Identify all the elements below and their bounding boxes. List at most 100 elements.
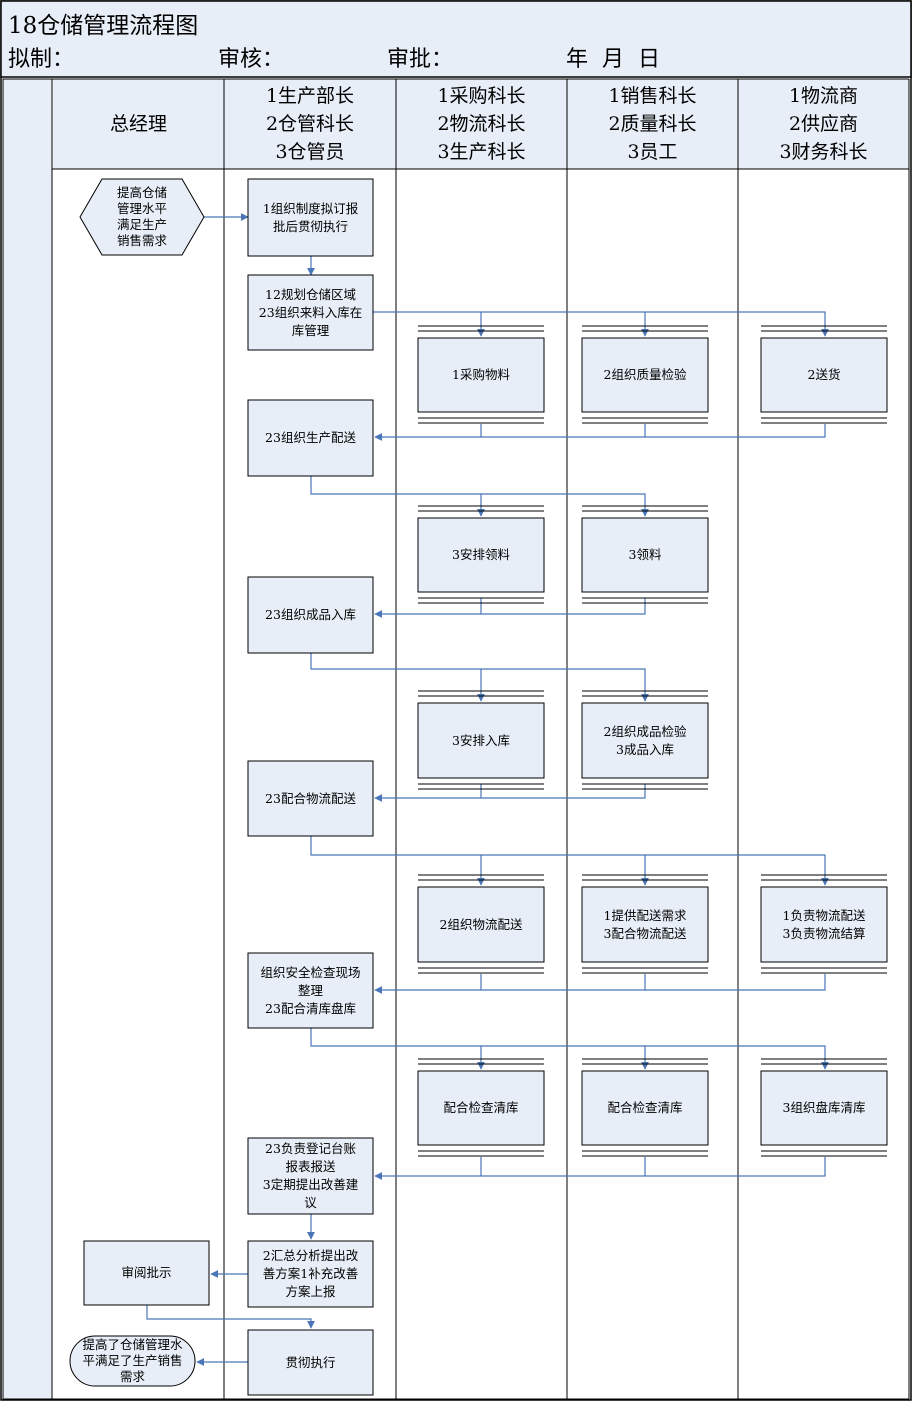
node-text-line: 2组织质量检验	[603, 367, 687, 382]
node-shape-p4	[417, 886, 545, 963]
node-shape-n4	[247, 576, 374, 654]
node-text-line: 配合检查清库	[443, 1100, 519, 1115]
node-text-line: 3安排入库	[452, 732, 510, 748]
node-text-line: 3负责物流结算	[782, 925, 866, 941]
node-shape-end	[69, 1335, 196, 1387]
connector-arrow	[374, 424, 826, 441]
node-n8: 2汇总分析提出改善方案1补充改善方案上报	[250, 1241, 371, 1307]
lane-header-line: 3生产科长	[437, 141, 526, 163]
node-shape-l5	[760, 1070, 888, 1146]
node-text-line: 12规划仓储区域	[265, 286, 356, 302]
node-text-line: 提高仓储	[116, 185, 167, 200]
node-q2: 3领料	[584, 518, 706, 592]
lane-header-line: 2供应商	[788, 113, 859, 135]
node-p1: 1采购物料	[420, 338, 542, 412]
node-text-line: 1采购物料	[452, 367, 510, 382]
node-shape-q1	[581, 337, 709, 413]
node-p4: 2组织物流配送	[420, 887, 542, 962]
approved-by-label: 审批：	[387, 47, 454, 72]
node-start: 提高仓储管理水平满足生产销售需求	[102, 179, 182, 255]
lane-header-line: 1物流商	[788, 85, 859, 107]
node-shape-n6	[247, 952, 374, 1029]
lane-header-line: 3财务科长	[779, 141, 868, 163]
lane-header-gm: 总经理	[53, 80, 224, 168]
node-text-line: 3安排领料	[452, 547, 510, 562]
node-text-line: 1组织制度拟订报	[262, 200, 359, 216]
node-text-line: 2组织物流配送	[439, 916, 523, 932]
lane-header-line: 2仓管科长	[265, 113, 355, 135]
node-text-line: 2汇总分析提出改	[262, 1248, 359, 1263]
reviewed-by-label: 审核：	[218, 47, 285, 72]
node-n1: 1组织制度拟订报批后贯彻执行	[250, 179, 371, 256]
lane-header-line: 总经理	[109, 113, 167, 135]
lane-header-band	[53, 79, 909, 169]
node-text-line: 3领料	[628, 547, 662, 562]
node-text-line: 1负责物流配送	[782, 907, 866, 923]
connector-arrow	[374, 1157, 826, 1180]
node-l1: 2送货	[763, 338, 885, 412]
node-n5: 23配合物流配送	[250, 761, 371, 836]
node-text-line: 23配合物流配送	[265, 790, 356, 806]
node-text-line: 报表报送	[285, 1159, 336, 1174]
node-shape-q2	[581, 517, 709, 593]
node-n4: 23组织成品入库	[250, 577, 371, 653]
page-title: 18仓储管理流程图	[8, 13, 199, 39]
node-text-line: 满足生产	[116, 217, 167, 232]
node-shape-n9	[247, 1329, 374, 1396]
lane-header-line: 1生产部长	[265, 85, 355, 107]
node-text-line: 批后贯彻执行	[272, 218, 348, 234]
node-l5: 3组织盘库清库	[763, 1071, 885, 1145]
node-text-line: 配合检查清库	[607, 1100, 683, 1115]
node-shape-q4	[581, 886, 709, 963]
connector-arrow	[310, 476, 649, 517]
node-text-line: 2送货	[807, 367, 841, 382]
lane-header-line: 3员工	[627, 141, 678, 163]
node-shape-n2	[247, 274, 374, 351]
node-text-line: 管理水平	[116, 201, 167, 216]
lane-header-line: 2物流科长	[437, 113, 526, 135]
node-text-line: 3定期提出改善建	[262, 1177, 359, 1192]
connector-arrow	[310, 653, 649, 702]
node-text-line: 销售需求	[116, 233, 167, 248]
connector-arrow	[146, 1305, 315, 1329]
node-shape-n8	[247, 1240, 374, 1308]
node-q5: 配合检查清库	[584, 1071, 706, 1145]
node-shape-p5	[417, 1070, 545, 1146]
node-end: 提高了仓储管理水平满足了生产销售需求	[72, 1336, 193, 1386]
header-band	[0, 0, 912, 78]
prepared-by-label: 拟制：	[8, 47, 75, 72]
node-text-line: 贯彻执行	[285, 1354, 336, 1370]
lane-header-line: 1采购科长	[437, 85, 526, 107]
node-text-line: 23组织来料入库在	[258, 304, 363, 320]
node-p5: 配合检查清库	[420, 1071, 542, 1145]
connector-arrow	[373, 311, 829, 337]
date-label: 年 月 日	[566, 47, 660, 72]
node-shape-start	[79, 178, 205, 256]
lane-header-logistics: 1物流商 2供应商 3财务科长	[738, 80, 909, 168]
lane-header-line: 1销售科长	[608, 85, 697, 107]
node-text-line: 23配合清库盘库	[265, 1000, 356, 1016]
connector-arrow	[374, 974, 826, 994]
node-text-line: 3成品入库	[616, 741, 674, 757]
lane-header-line: 2质量科长	[608, 113, 697, 135]
node-text-line: 2组织成品检验	[603, 723, 687, 739]
node-shape-q5	[581, 1070, 709, 1146]
node-shape-n3	[247, 399, 374, 477]
node-text-line: 平满足了生产销售	[82, 1353, 183, 1368]
node-text-line: 23负责登记台账	[265, 1141, 356, 1156]
node-text-line: 需求	[119, 1369, 145, 1384]
node-shape-p1	[417, 337, 545, 413]
node-q3: 2组织成品检验 3成品入库	[584, 703, 706, 778]
node-shape-l4	[760, 886, 888, 963]
lane-header-purchase: 1采购科长 2物流科长 3生产科长	[396, 80, 567, 168]
node-text-line: 23组织生产配送	[265, 430, 356, 445]
node-text-line: 1提供配送需求	[603, 907, 687, 923]
node-text-line: 整理	[297, 982, 323, 998]
node-text-line: 善方案1补充改善	[262, 1266, 359, 1281]
node-shape-n7	[247, 1137, 374, 1215]
node-text-line: 审阅批示	[121, 1265, 172, 1280]
